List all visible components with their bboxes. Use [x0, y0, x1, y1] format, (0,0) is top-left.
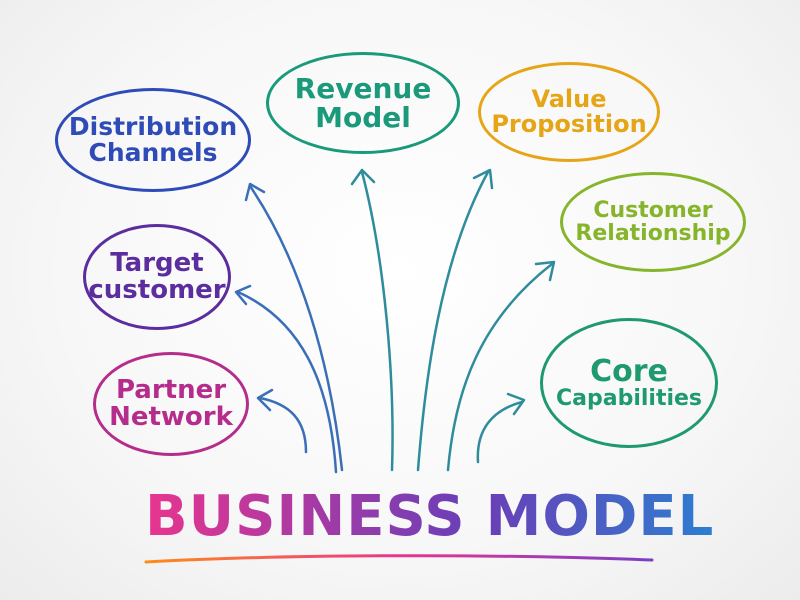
node-core-line2: Capabilities: [555, 386, 703, 412]
node-customer-rel-line1: Customer: [593, 197, 713, 223]
node-revenue-line2: Model: [315, 101, 411, 134]
node-distribution-channels: Distribution Channels: [55, 88, 251, 192]
node-partner-line2: Network: [109, 402, 233, 432]
arrowhead-partner-network: [256, 388, 274, 412]
arrowhead-customer-relationship: [534, 260, 556, 282]
node-target-line1: Target: [110, 247, 204, 278]
arrow-to-distribution-channels: [248, 184, 344, 472]
arrowhead-distribution-channels: [244, 182, 266, 202]
node-value-proposition: Value Proposition: [478, 62, 660, 162]
node-partner-line1: Partner: [115, 374, 227, 405]
arrowhead-revenue-model: [350, 168, 376, 186]
node-value-line2: Proposition: [491, 110, 647, 138]
node-distribution-line1: Distribution: [68, 111, 238, 141]
arrowhead-value-proposition: [472, 168, 494, 190]
node-partner-network: Partner Network: [93, 352, 249, 456]
arrow-to-revenue-model: [360, 170, 394, 472]
node-revenue-line1: Revenue: [294, 71, 432, 105]
node-distribution-line2: Channels: [88, 138, 218, 167]
arrow-to-value-proposition: [416, 170, 490, 472]
node-core-line1: Core: [590, 353, 668, 389]
title-underline: [144, 554, 654, 564]
node-revenue-model: Revenue Model: [266, 52, 460, 154]
node-customer-rel-line2: Relationship: [575, 221, 731, 246]
arrow-to-partner-network: [258, 396, 308, 454]
node-target-line2: customer: [88, 275, 226, 305]
title-word-business: BUSINESS: [145, 484, 466, 549]
title-word-model: MODEL: [485, 484, 715, 549]
arrowhead-target-customer: [234, 284, 252, 306]
diagram-title: BUSINESS MODEL: [145, 484, 714, 550]
node-core-capabilities: Core Capabilities: [540, 318, 718, 448]
node-value-line1: Value: [531, 84, 607, 113]
node-target-customer: Target customer: [83, 224, 231, 330]
arrow-to-core-capabilities: [476, 400, 524, 464]
arrow-to-customer-relationship: [446, 262, 554, 472]
arrowhead-core-capabilities: [506, 392, 526, 416]
arrow-to-target-customer: [236, 290, 338, 474]
node-customer-relationship: Customer Relationship: [560, 172, 746, 272]
